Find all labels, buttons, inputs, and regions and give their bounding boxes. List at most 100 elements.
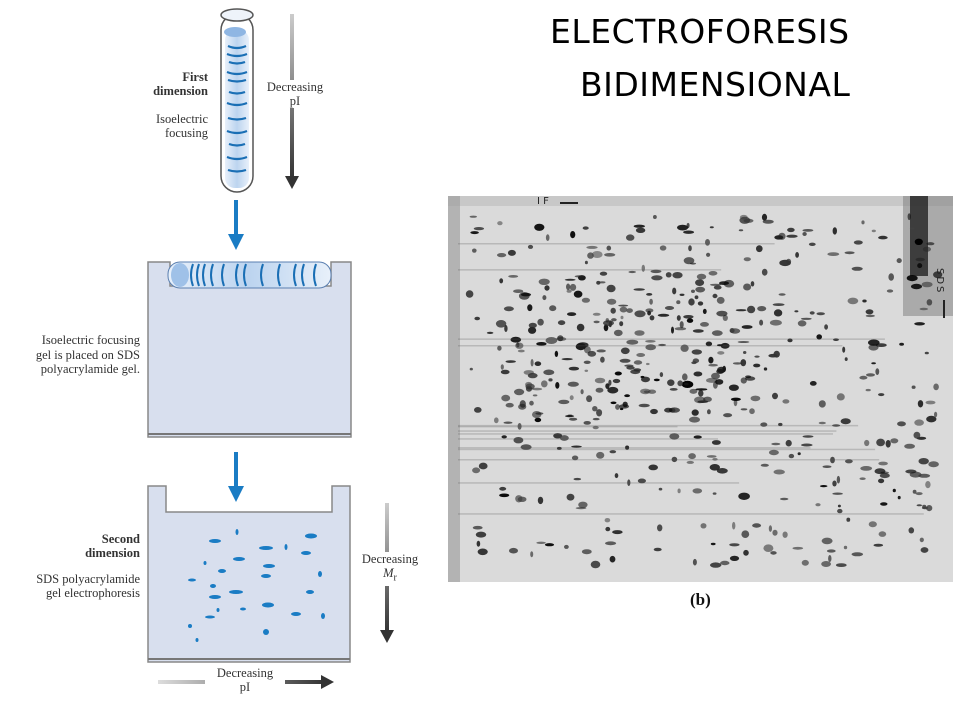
gel-spot	[715, 379, 724, 385]
gel-spot	[497, 253, 507, 258]
sds-arrow	[943, 300, 945, 318]
gel-spot	[909, 227, 915, 230]
gel-spot	[501, 435, 507, 439]
gel-spot	[626, 308, 633, 313]
gel-spot	[708, 271, 718, 276]
gel-spot	[604, 518, 611, 523]
gel-spot	[472, 467, 481, 474]
gel-spot	[757, 306, 767, 312]
gel-spot	[628, 270, 636, 274]
gel-spot	[676, 315, 681, 321]
gel-spot	[918, 458, 929, 465]
gel-spot	[555, 382, 560, 389]
gel-spot	[743, 257, 751, 262]
gel-spot	[606, 284, 616, 293]
gel-spot	[599, 271, 608, 276]
gel-spot	[871, 229, 876, 233]
mr-symbol: M	[383, 566, 394, 580]
gel-spot	[664, 407, 673, 413]
gel-spot	[836, 475, 841, 484]
gel-spot	[910, 283, 923, 290]
gel-spot	[925, 400, 936, 405]
ief-tube-bands	[226, 44, 248, 173]
gel-spot	[686, 460, 694, 464]
gel-spot	[692, 329, 704, 333]
gel-spot	[792, 546, 804, 550]
gel-spot	[846, 517, 851, 522]
decreasing-pi-top-label: Decreasing pI	[255, 80, 335, 108]
gel-spot	[859, 375, 868, 380]
gel-spot	[472, 525, 483, 530]
gel-spot	[695, 286, 706, 293]
gel-spot	[860, 466, 873, 471]
gel-spot	[728, 384, 739, 391]
gel-spot	[494, 417, 499, 424]
gel-spot	[503, 306, 514, 312]
gel-spot	[516, 342, 520, 348]
gel-spot	[773, 309, 783, 317]
first-dimension-label: First dimension	[153, 70, 208, 98]
if-arrow	[560, 202, 578, 204]
gel-spot	[878, 461, 888, 466]
gel-spot	[583, 421, 591, 425]
gel-spot	[513, 289, 524, 293]
gel-spot	[743, 549, 749, 556]
gel-spot	[567, 381, 579, 387]
gel-spot	[866, 373, 875, 377]
second-dimension-gel	[147, 485, 351, 663]
second-dimension-label: Second dimension	[85, 532, 140, 560]
gel-spot	[677, 224, 689, 231]
gel-spot	[778, 232, 786, 240]
gel-spot	[787, 338, 793, 343]
gel-spot	[470, 231, 479, 235]
decreasing-mr-label: Decreasing Mr	[352, 552, 428, 586]
gel-spot	[604, 253, 616, 257]
gel-spot	[497, 345, 502, 351]
gel-spot	[520, 444, 532, 450]
gel-spot	[596, 451, 605, 459]
gel-spot	[827, 252, 840, 256]
gel-spot	[921, 281, 933, 288]
gel-spot	[610, 307, 616, 314]
gel-spot	[679, 321, 684, 329]
gel-spot	[647, 389, 657, 394]
gel-spot	[508, 275, 519, 278]
gel-spot	[712, 457, 718, 461]
gel-spot	[782, 399, 790, 404]
gel-spot	[865, 388, 871, 392]
gel-spot	[697, 301, 704, 306]
gel-spot	[818, 421, 826, 425]
gel-spot	[896, 258, 902, 264]
slide-title-line1: ELECTROFORESIS	[550, 12, 850, 51]
gel-spot	[778, 293, 786, 296]
gel-spot	[711, 372, 720, 380]
gel-spot	[569, 417, 578, 421]
gel-spot	[605, 383, 610, 389]
gel-spot	[646, 293, 653, 296]
gel-spot	[828, 555, 832, 562]
gel-spot	[568, 366, 580, 371]
gel-spot	[653, 547, 662, 552]
gel-spot	[782, 531, 788, 538]
gel-spot	[830, 456, 835, 464]
gel-spot	[503, 421, 513, 424]
gel-spot	[611, 318, 617, 322]
gel-spot	[545, 234, 550, 241]
gel-spot	[634, 310, 646, 318]
gel-spot	[598, 281, 606, 284]
gel-spot	[880, 471, 889, 474]
gel-spot	[843, 545, 848, 550]
gel-spot	[706, 252, 711, 257]
gel-spot	[609, 555, 616, 563]
gel-spot	[537, 318, 544, 326]
gel-spot	[875, 343, 887, 347]
gel-spot	[686, 318, 694, 323]
gel-spot	[859, 477, 866, 481]
gel-spot	[711, 440, 721, 445]
photo-caption: (b)	[690, 590, 711, 609]
gel-spot	[695, 279, 705, 286]
gel-spot	[752, 523, 762, 528]
gel-spot	[735, 309, 747, 312]
gel-spot	[682, 373, 688, 381]
gel-spot	[671, 326, 674, 334]
